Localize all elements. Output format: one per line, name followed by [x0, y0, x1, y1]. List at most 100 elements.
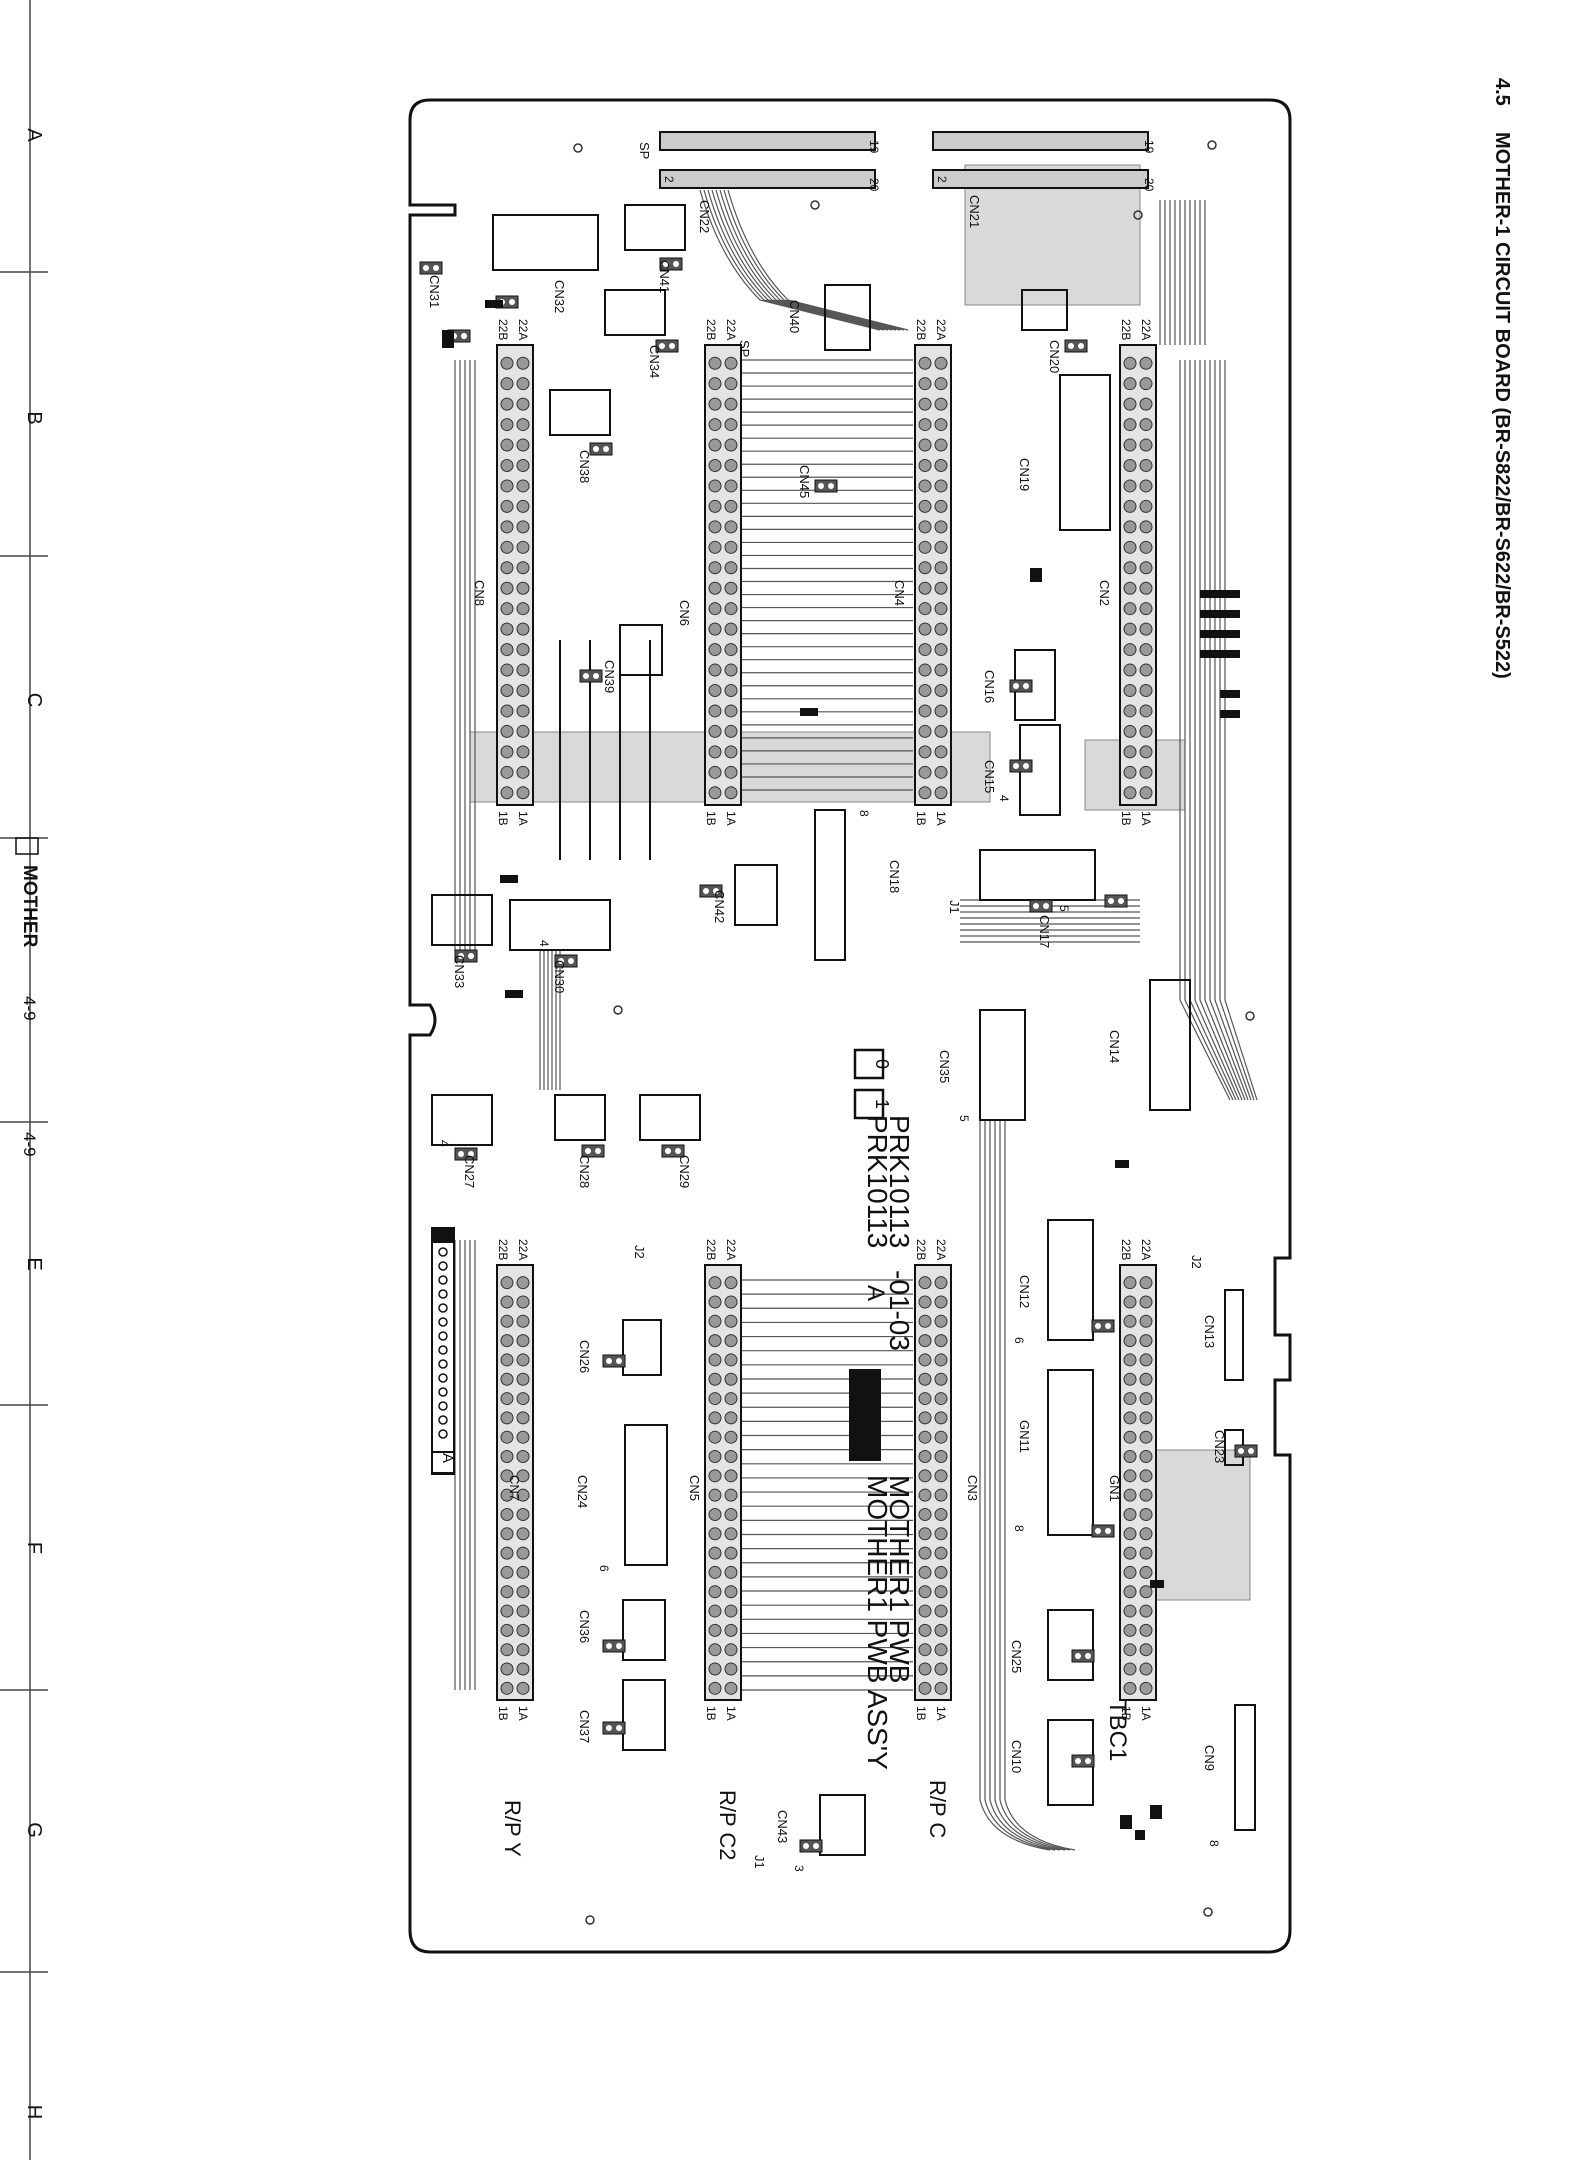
grid-letter-f: F	[23, 1542, 45, 1554]
grid-letter-h: H	[23, 2105, 45, 2119]
cn22-pin19: 19	[867, 140, 881, 154]
label-cn29: CN29	[677, 1155, 692, 1188]
rp-y-label: R/P Y	[500, 1800, 525, 1857]
label-cn12: CN12	[1017, 1275, 1032, 1308]
label-cn27: CN27	[462, 1155, 477, 1188]
cn15-pin4: 4	[997, 795, 1011, 802]
pad-cluster-11	[699, 884, 723, 898]
part-number-1: PRK10113	[884, 1115, 915, 1248]
index-tab-icon	[15, 837, 39, 855]
cn24-pin6: 6	[597, 1565, 611, 1572]
label-cn22: CN22	[697, 200, 712, 233]
gn11-pin8: 8	[1012, 1525, 1026, 1532]
code-box-1-text: 1	[872, 1099, 892, 1109]
label-cn42: CN42	[712, 890, 727, 923]
jumper-bar-12	[1115, 1160, 1129, 1168]
rp-c-label: R/P C	[925, 1780, 950, 1838]
pin-label-p1b: 1B	[914, 1706, 928, 1721]
grid-letter-g: G	[23, 1822, 45, 1838]
label-cn28: CN28	[577, 1155, 592, 1188]
pad-cluster-24	[1234, 1444, 1258, 1458]
label-gn11: GN11	[1017, 1420, 1032, 1453]
pin-label-p1b: 1B	[1119, 1706, 1133, 1721]
pin-label-p1a: 1A	[934, 811, 948, 826]
grid-letter-a: A	[23, 128, 45, 142]
jumper-bar-16	[1135, 1830, 1145, 1840]
pin-label-p1a: 1A	[1139, 1706, 1153, 1721]
cn43-socket	[819, 1794, 866, 1856]
pad-cluster-10	[579, 669, 603, 683]
pad-cluster-0	[419, 261, 443, 275]
pin-label-p1b: 1B	[704, 811, 718, 826]
revision-code: -01-03	[884, 1270, 915, 1351]
pin-label-p1b: 1B	[1119, 811, 1133, 826]
cn30-socket	[509, 899, 611, 951]
jumper-bar-14	[1120, 1815, 1132, 1829]
board-silkscreen-text: 0 1 PRK10113 PRK10113 -01-03 A MOTHER1 P…	[437, 142, 1131, 1861]
pad-cluster-27	[1091, 1524, 1115, 1538]
board-name-line-1: MOTHER1 PWB	[884, 1475, 915, 1683]
label-gn1: GN1	[1107, 1475, 1122, 1502]
cn43-pin3: 3	[792, 1865, 806, 1872]
cn33-socket	[431, 894, 493, 946]
cn7-column	[496, 1264, 534, 1701]
pin-label-p1a: 1A	[516, 811, 530, 826]
pin-label-p1b: 1B	[914, 811, 928, 826]
jumper-bar-6	[1200, 590, 1240, 598]
cn21-header-lower	[932, 169, 1149, 189]
pin-label-p22b: 22B	[1119, 1239, 1133, 1260]
cn21-header	[932, 131, 1149, 151]
sp-label-top: SP	[637, 142, 652, 159]
cn35-pin5: 5	[957, 1115, 971, 1122]
margin-grid-letters: A B C E F G H	[23, 128, 45, 2119]
cn29-socket	[639, 1094, 701, 1141]
pin-label-p22b: 22B	[704, 319, 718, 340]
margin-ticks	[0, 271, 48, 1973]
label-cn5: CN5	[687, 1475, 702, 1501]
cn22-pin20: 20	[867, 178, 881, 192]
cn21-pin2: 2	[935, 176, 949, 183]
cn32-socket	[492, 214, 599, 271]
gn1-column	[1119, 1264, 1157, 1701]
label-cn10: CN10	[1009, 1740, 1024, 1773]
label-j1-top: J1	[947, 900, 962, 914]
pad-cluster-16	[581, 1144, 605, 1158]
label-cn32: CN32	[552, 280, 567, 313]
cn18-socket	[814, 809, 846, 961]
pin-strip-dots	[438, 1247, 448, 1439]
cn5-column	[704, 1264, 742, 1701]
label-cn9: CN9	[1202, 1745, 1217, 1771]
cn22-header	[659, 131, 876, 151]
pin-label-p1b: 1B	[496, 1706, 510, 1721]
marker-a-box	[431, 1451, 455, 1475]
label-cn17: CN17	[1037, 915, 1052, 948]
cn9-pin8: 8	[1207, 1840, 1221, 1847]
cn35-socket	[979, 1009, 1026, 1121]
pad-cluster-15	[661, 1144, 685, 1158]
label-cn40: CN40	[787, 300, 802, 333]
pin-label-p1b: 1B	[496, 811, 510, 826]
label-cn25: CN25	[1009, 1640, 1024, 1673]
jumper-bar-10	[1220, 690, 1240, 698]
sp-box	[824, 284, 871, 351]
pad-cluster-20	[602, 1721, 626, 1735]
label-cn6: CN6	[677, 600, 692, 626]
pad-cluster-23	[799, 1839, 823, 1853]
index-label: MOTHER	[19, 865, 40, 948]
label-cn4: CN4	[892, 580, 907, 606]
cn6-column	[704, 344, 742, 806]
label-cn24: CN24	[575, 1475, 590, 1508]
jumper-bar-13	[1150, 1580, 1164, 1588]
label-cn20: CN20	[1047, 340, 1062, 373]
cn28-socket	[554, 1094, 606, 1141]
cn19-socket	[1059, 374, 1111, 531]
label-cn23: CN23	[1212, 1430, 1227, 1463]
pin-label-p1a: 1A	[1139, 811, 1153, 826]
cn11-socket	[1047, 1369, 1094, 1536]
code-box-0-text: 0	[872, 1059, 892, 1069]
jumper-labels: J1 J1 J2 J2	[632, 900, 1204, 1869]
pad-cluster-6	[814, 479, 838, 493]
label-cn13: CN13	[1202, 1315, 1217, 1348]
board-name-line-2: MOTHER1 PWB ASS'Y	[862, 1475, 893, 1770]
